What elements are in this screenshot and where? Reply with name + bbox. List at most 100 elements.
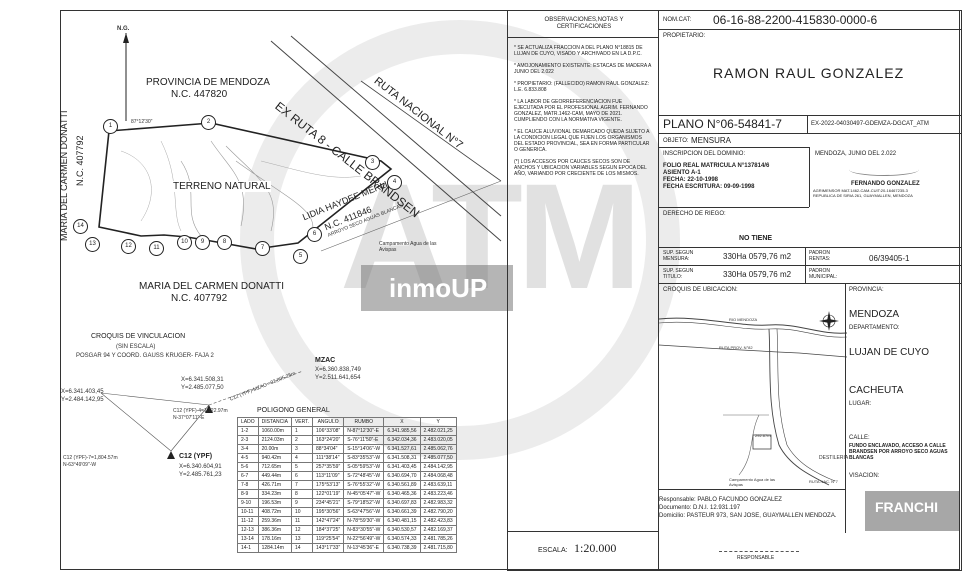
poligono-cell: 6-7 bbox=[237, 471, 259, 481]
padron-municipal-label: PADRON MUNICIPAL: bbox=[809, 268, 838, 280]
sup-titulo-value: 330Ha 0579,76 m2 bbox=[723, 270, 792, 279]
destileria-label: DESTILERIA bbox=[819, 455, 849, 461]
poligono-cell: S-83°35'53"-W bbox=[343, 453, 385, 463]
nc-447820-label: N.C. 447820 bbox=[171, 89, 228, 100]
visacion-label: VISACION: bbox=[849, 473, 880, 479]
poligono-cell: 88°34'04" bbox=[312, 444, 345, 454]
poligono-cell: 6.341.527,61 bbox=[383, 444, 421, 454]
title-block: NOM.CAT: 06-16-88-2200-415830-0000-6 PRO… bbox=[658, 10, 962, 571]
c12-rumbo-7: N-63°49'09"-W bbox=[63, 462, 97, 468]
lugar-label: LUGAR: bbox=[849, 401, 872, 407]
poligono-cell: 10 bbox=[290, 507, 314, 517]
documento-line: Documento: D.N.I. 12.931.197 bbox=[659, 505, 845, 511]
observacion-note: * EL CAUCE ALUVIONAL DEMARCADO QUEDA SUJ… bbox=[514, 129, 650, 153]
poligono-cell: 111°38'14" bbox=[312, 453, 345, 463]
mzac-y: Y=2.511.641,654 bbox=[315, 375, 361, 381]
c12-rumbo-4: N-37°07'11"-E bbox=[173, 415, 205, 421]
objeto-label: OBJETO: bbox=[663, 138, 689, 144]
poligono-cell: N-87°12'30"-E bbox=[343, 426, 385, 436]
mzac-label: MZAC bbox=[315, 357, 336, 364]
firma-nombre: FERNANDO GONZALEZ bbox=[851, 181, 920, 187]
poligono-cell: S-76°11'50"-E bbox=[343, 435, 385, 445]
mzac-x: X=6.360.838,749 bbox=[315, 367, 361, 373]
poligono-title: POLIGONO GENERAL bbox=[257, 407, 330, 414]
poligono-cell: 2.483.020,05 bbox=[419, 435, 457, 445]
poligono-cell: 6.340.465,36 bbox=[383, 489, 421, 499]
poligono-cell: 142°47'24" bbox=[312, 516, 345, 526]
poligono-cell: 3-4 bbox=[237, 444, 259, 454]
responsable-line: Responsable: PABLO FACUNDO GONZALEZ bbox=[659, 497, 845, 503]
poligono-cell: N-78°59'30"-W bbox=[343, 516, 385, 526]
poligono-header-cell: Y bbox=[419, 417, 457, 427]
terreno-natural-label: TERRENO NATURAL bbox=[173, 181, 271, 192]
poligono-cell: 13 bbox=[290, 534, 314, 544]
poligono-cell: 386.36m bbox=[257, 525, 292, 535]
vertex-7: 7 bbox=[255, 241, 270, 256]
departamento-label: DEPARTAMENTO: bbox=[849, 325, 900, 331]
poligono-cell: 4 bbox=[290, 453, 314, 463]
poligono-cell: 2.482.021,25 bbox=[419, 426, 457, 436]
propietario-label: PROPIETARIO: bbox=[663, 33, 706, 39]
vertex-2: 2 bbox=[201, 115, 216, 130]
derecho-riego-value: NO TIENE bbox=[739, 235, 773, 242]
observacion-note: (*) LOS ACCESOS POR CAUCES SECOS SON DE … bbox=[514, 159, 647, 177]
responsable-label: Responsable: bbox=[659, 497, 696, 503]
poligono-cell: 6.340.561,89 bbox=[383, 480, 421, 490]
poligono-header-cell: RUMBO bbox=[343, 417, 385, 427]
documento-label: Documento: bbox=[659, 505, 692, 511]
observaciones-title: OBSERVACIONES,NOTAS Y CERTIFICACIONES bbox=[544, 17, 624, 30]
inmoup-watermark bbox=[361, 265, 513, 311]
poligono-header-cell: ANGULO bbox=[312, 417, 345, 427]
observaciones-panel: OBSERVACIONES,NOTAS Y CERTIFICACIONES * … bbox=[507, 10, 659, 571]
poligono-cell: 195°30'56" bbox=[312, 507, 345, 517]
provincia-mendoza-label: PROVINCIA DE MENDOZA bbox=[146, 77, 270, 88]
departamento-value: LUJAN DE CUYO bbox=[849, 347, 930, 358]
poligono-cell: 184°37'25" bbox=[312, 525, 345, 535]
poligono-header-cell: DISTANCIA bbox=[257, 417, 292, 427]
calle-value: FUNDO ENCLAVADO, ACCESO A CALLE BRANDSEN… bbox=[849, 443, 948, 461]
nom-cat-value: 06-16-88-2200-415830-0000-6 bbox=[713, 13, 878, 27]
poligono-cell: 2.482.983,32 bbox=[419, 498, 457, 508]
escala-divider bbox=[508, 531, 658, 532]
poligono-cell: 408.72m bbox=[257, 507, 292, 517]
inscripcion-label: INSCRIPCION DEL DOMINIO: bbox=[663, 151, 746, 157]
poligono-cell: 6.341.403,45 bbox=[383, 462, 421, 472]
poligono-cell: S-15°14'06"-W bbox=[343, 444, 385, 454]
poligono-cell: 5-6 bbox=[237, 462, 259, 472]
poligono-cell: 10-11 bbox=[237, 507, 259, 517]
hr-2 bbox=[659, 115, 961, 116]
p4-x: X=6.341.508,31 bbox=[181, 377, 224, 383]
poligono-cell: 2 bbox=[290, 435, 314, 445]
domicilio-label: Domicilio: bbox=[659, 513, 686, 519]
poligono-cell: 8-9 bbox=[237, 489, 259, 499]
c12-dist-4: C12 (YPF)-4=1,122.97m bbox=[173, 408, 228, 414]
poligono-cell: S-05°59'53"-W bbox=[343, 462, 385, 472]
vertex-8: 8 bbox=[217, 235, 232, 250]
poligono-cell: S-79°18'52"-W bbox=[343, 498, 385, 508]
poligono-cell: 119°25'54" bbox=[312, 534, 345, 544]
plano-divider bbox=[807, 115, 808, 133]
domicilio-line: Domicilio: PASTEUR 973, SAN JOSE, GUAYMA… bbox=[659, 513, 845, 519]
sup-mensura-value: 330Ha 0579,76 m2 bbox=[723, 252, 792, 261]
poligono-cell: 2-3 bbox=[237, 435, 259, 445]
sup-divider bbox=[805, 247, 806, 283]
franchi-stamp-text: FRANCHI bbox=[875, 499, 938, 515]
vertex-3: 3 bbox=[365, 155, 380, 170]
responsable-value: PABLO FACUNDO GONZALEZ bbox=[697, 497, 782, 503]
compass-rose-icon bbox=[819, 311, 839, 331]
hr-5 bbox=[659, 207, 809, 208]
poligono-cell: 6.340.481,15 bbox=[383, 516, 421, 526]
poligono-cell: S-76°55'32"-W bbox=[343, 480, 385, 490]
franchi-stamp bbox=[865, 491, 959, 531]
sup-mensura-label: SUP. SEGUN MENSURA: bbox=[663, 250, 694, 262]
vinculacion-sub: (SIN ESCALA) bbox=[116, 344, 156, 350]
poligono-cell: 175°53'13" bbox=[312, 480, 345, 490]
poligono-cell: 6.340.661,39 bbox=[383, 507, 421, 517]
poligono-cell: 2.484.068,48 bbox=[419, 471, 457, 481]
nom-cat-label: NOM.CAT: bbox=[663, 17, 692, 23]
